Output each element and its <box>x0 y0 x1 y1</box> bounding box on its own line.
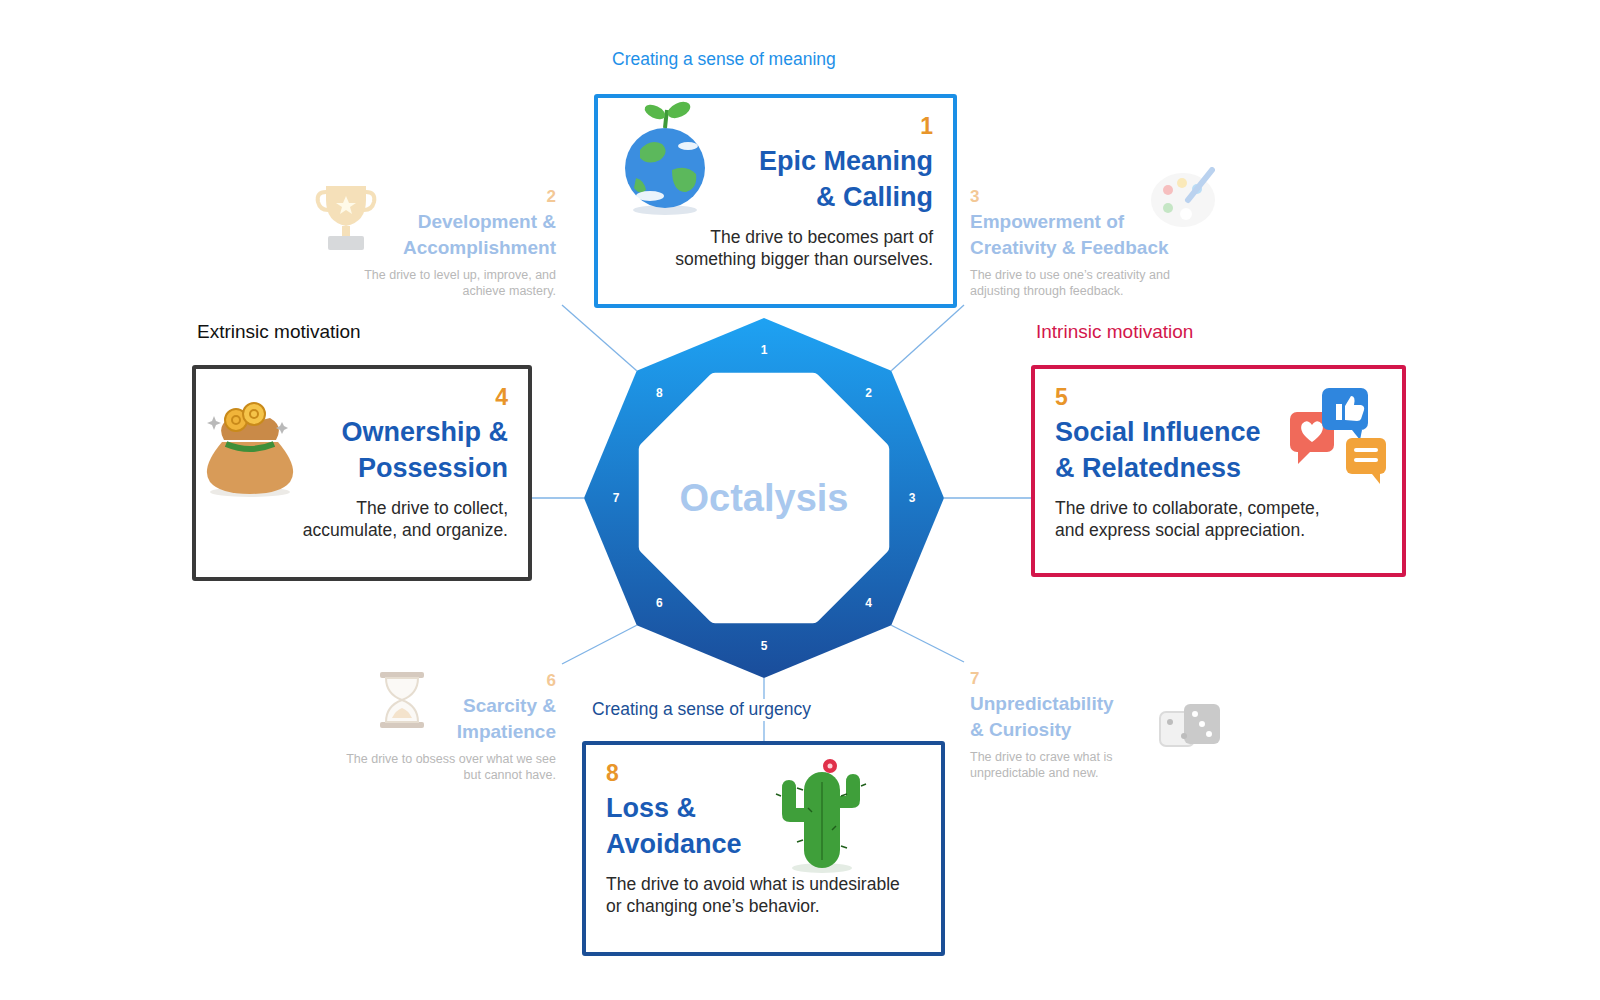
section-label: Creating a sense of meaning <box>612 49 836 71</box>
connector-line <box>891 625 964 662</box>
wheel-number: 5 <box>761 639 768 654</box>
core-drive-box: 4Ownership & PossessionThe drive to coll… <box>192 365 532 581</box>
connector-line <box>944 497 1031 498</box>
trophy-icon <box>318 186 375 250</box>
core-drive-description: The drive to level up, improve, and achi… <box>341 267 556 300</box>
core-drive-number: 6 <box>322 670 556 691</box>
globe-icon <box>625 99 705 215</box>
core-drive-number: 2 <box>322 186 556 207</box>
core-drive-number: 3 <box>970 186 1220 207</box>
core-drive-number: 8 <box>606 759 921 788</box>
core-drive-title: Unpredictability & Curiosity <box>970 691 1130 742</box>
core-drive-title: Empowerment of Creativity & Feedback <box>970 209 1210 260</box>
core-drive-box: 3Empowerment of Creativity & FeedbackThe… <box>964 180 1226 305</box>
section-label: Intrinsic motivation <box>1036 320 1193 344</box>
core-drive-number: 7 <box>970 668 1220 689</box>
connector-line <box>532 497 584 498</box>
core-drive-number: 1 <box>618 112 933 141</box>
wheel-number: 4 <box>865 595 872 610</box>
core-drive-box: 8Loss & AvoidanceThe drive to avoid what… <box>582 741 945 956</box>
core-drive-number: 4 <box>216 383 508 412</box>
core-drive-title: Social Influence & Relatedness <box>1055 414 1277 487</box>
dice-icon <box>1160 704 1220 746</box>
core-drive-box: 2Development & AccomplishmentThe drive t… <box>316 180 562 305</box>
core-drive-title: Scarcity & Impatience <box>406 693 556 744</box>
core-drive-description: The drive to obsess over what we see but… <box>336 751 556 784</box>
cactus-icon <box>776 759 866 873</box>
core-drive-description: The drive to becomes part of something b… <box>663 226 933 272</box>
wheel-title: Octalysis <box>584 474 944 522</box>
money-bag-icon <box>207 403 293 497</box>
palette-icon <box>1151 170 1215 227</box>
core-drive-description: The drive to crave what is unpredictable… <box>970 749 1140 782</box>
connector-line <box>562 625 637 664</box>
core-drive-number: 5 <box>1055 383 1382 412</box>
wheel-number: 8 <box>656 386 663 401</box>
section-label: Extrinsic motivation <box>197 320 361 344</box>
core-drive-title: Development & Accomplishment <box>381 209 556 260</box>
core-drive-description: The drive to avoid what is undesirable o… <box>606 873 911 919</box>
core-drive-description: The drive to collect, accumulate, and or… <box>268 497 508 543</box>
connector-line <box>562 305 637 371</box>
social-icon <box>1290 388 1386 484</box>
section-label: Creating a sense of urgency <box>588 699 815 721</box>
core-drive-box: 5Social Influence & RelatednessThe drive… <box>1031 365 1406 577</box>
core-drive-title: Loss & Avoidance <box>606 790 781 863</box>
wheel-number: 7 <box>613 491 620 506</box>
wheel-number: 3 <box>909 491 916 506</box>
octagon-ring <box>584 318 944 678</box>
wheel-number: 2 <box>865 386 872 401</box>
wheel-number: 1 <box>761 343 768 358</box>
octalysis-wheel: Octalysis 1 2 3 4 5 6 7 8 <box>584 318 944 678</box>
connector-line <box>891 305 964 371</box>
core-drive-description: The drive to collaborate, compete, and e… <box>1055 497 1335 543</box>
core-drive-box: 6Scarcity & ImpatienceThe drive to obses… <box>316 664 562 789</box>
core-drive-description: The drive to use one’s creativity and ad… <box>970 267 1195 300</box>
core-drive-box: 7Unpredictability & CuriosityThe drive t… <box>964 662 1226 787</box>
core-drive-box: 1Epic Meaning & CallingThe drive to beco… <box>594 94 957 308</box>
core-drive-title: Epic Meaning & Calling <box>738 143 933 216</box>
wheel-number: 6 <box>656 595 663 610</box>
core-drive-title: Ownership & Possession <box>313 414 508 487</box>
hourglass-icon <box>380 672 424 728</box>
